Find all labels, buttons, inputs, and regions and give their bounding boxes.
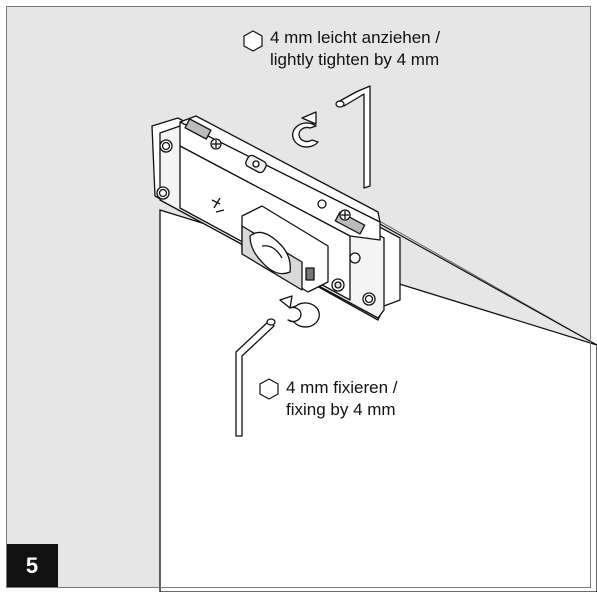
allen-key-icon [235,318,276,437]
screw-icon [210,138,351,221]
adjustment-block [241,205,345,293]
instruction-fixing: 4 mm fixieren / fixing by 4 mm [286,377,397,421]
step-number-badge: 5 [6,544,58,588]
allen-key-icon [335,85,371,189]
instruction-top-line1: 4 mm leicht anziehen / [270,28,441,47]
hex-key-icon [259,378,279,400]
rotate-arrow-icon [279,295,320,328]
glass-edge-line [359,209,597,346]
glass-panel [159,209,597,592]
instruction-lightly-tighten: 4 mm leicht anziehen / lightly tighten b… [270,27,440,71]
instruction-bottom-line2: fixing by 4 mm [286,400,396,419]
hex-key-icon [243,30,263,52]
instruction-bottom-line1: 4 mm fixieren / [286,378,398,397]
instruction-top-line2: lightly tighten by 4 mm [270,50,440,69]
rotate-arrow-icon [292,111,319,148]
plate-logo-mark [211,197,225,213]
